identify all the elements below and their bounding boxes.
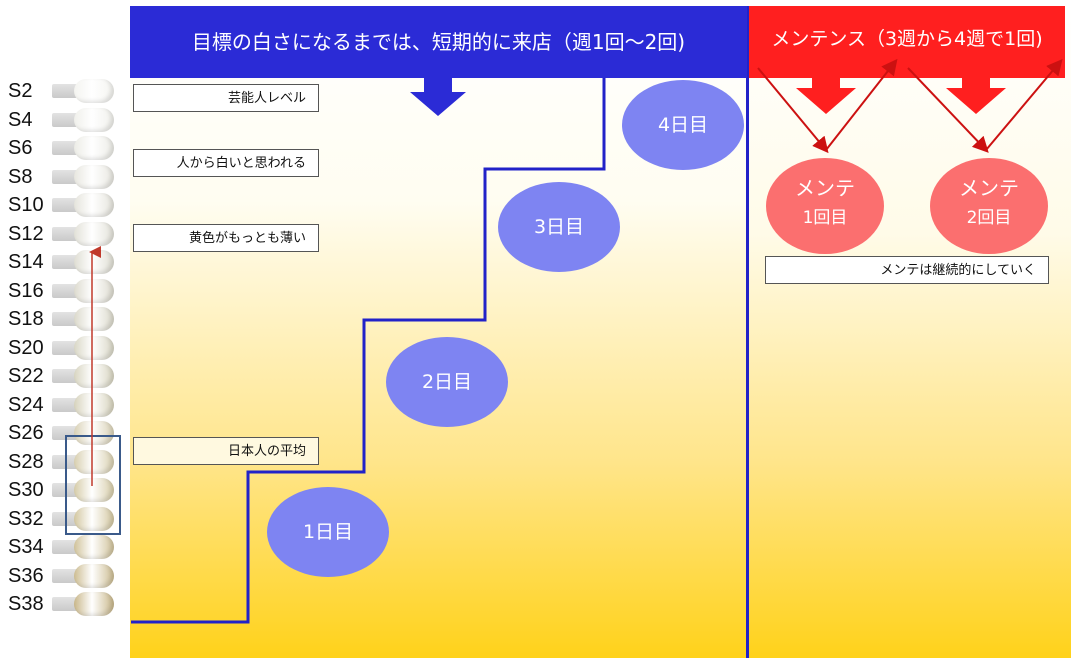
step-day-1: 1日目 bbox=[267, 487, 389, 577]
tooth-shade-sample bbox=[74, 107, 114, 132]
shade-row: S26 bbox=[0, 420, 130, 446]
tooth-shade-sample bbox=[74, 506, 114, 531]
shade-label: S22 bbox=[8, 365, 44, 387]
shade-row: S28 bbox=[0, 449, 130, 475]
shade-row: S14 bbox=[0, 249, 130, 275]
shade-label: S8 bbox=[8, 165, 33, 188]
maintenance-visit-2-count: 2回目 bbox=[966, 208, 1012, 228]
tooth-shade-sample bbox=[74, 392, 114, 417]
step-day-4: 4日目 bbox=[622, 80, 744, 170]
maintenance-visit-2: メンテ 2回目 bbox=[930, 158, 1048, 254]
maintenance-visit-1: メンテ 1回目 bbox=[766, 158, 884, 254]
step-day-2: 2日目 bbox=[386, 337, 508, 427]
shade-label: S26 bbox=[8, 422, 44, 444]
shade-row: S38 bbox=[0, 591, 130, 617]
shade-label: S2 bbox=[8, 80, 33, 102]
shade-tab bbox=[52, 540, 78, 554]
maintenance-visit-1-title: メンテ bbox=[795, 176, 855, 200]
tooth-shade-sample bbox=[74, 592, 114, 616]
shade-row: S2 bbox=[0, 78, 130, 104]
shade-label: S14 bbox=[8, 251, 44, 273]
shade-label: S34 bbox=[8, 536, 44, 558]
shade-label: S18 bbox=[8, 308, 44, 330]
shade-row: S6 bbox=[0, 135, 130, 161]
maintenance-note: メンテは継続的にしていく bbox=[765, 256, 1049, 284]
whitening-phase-header: 目標の白さになるまでは、短期的に来店（週1回～2回) bbox=[130, 6, 747, 78]
shade-tab bbox=[52, 283, 78, 298]
shade-tab bbox=[52, 141, 78, 155]
shade-tab bbox=[52, 84, 78, 98]
shade-tab bbox=[52, 597, 78, 611]
shade-label: S30 bbox=[8, 479, 44, 501]
shade-row: S24 bbox=[0, 392, 130, 418]
shade-tab bbox=[52, 369, 78, 383]
shade-tab bbox=[52, 112, 78, 127]
maintenance-visit-2-title: メンテ bbox=[959, 176, 1019, 200]
shade-label: S36 bbox=[8, 564, 44, 587]
shade-label: S28 bbox=[8, 450, 44, 473]
shade-row: S32 bbox=[0, 506, 130, 532]
shade-label: S10 bbox=[8, 194, 44, 216]
tooth-shade-sample bbox=[74, 250, 114, 274]
shade-tab bbox=[52, 169, 78, 184]
shade-tab bbox=[52, 198, 78, 212]
tooth-shade-sample bbox=[74, 278, 114, 303]
tooth-shade-sample bbox=[74, 563, 114, 588]
tooth-shade-sample bbox=[74, 193, 114, 217]
shade-row: S10 bbox=[0, 192, 130, 218]
maintenance-phase-panel bbox=[749, 6, 1071, 658]
shade-label: S4 bbox=[8, 108, 33, 131]
label-celebrity-level: 芸能人レベル bbox=[133, 84, 319, 112]
shade-label: S20 bbox=[8, 336, 44, 359]
tooth-shade-sample bbox=[74, 164, 114, 189]
maintenance-visit-1-count: 1回目 bbox=[802, 208, 848, 228]
tooth-shade-sample bbox=[74, 221, 114, 246]
shade-label: S24 bbox=[8, 393, 44, 416]
phase-divider bbox=[746, 6, 749, 658]
step-day-3: 3日目 bbox=[498, 182, 620, 272]
label-looks-white: 人から白いと思われる bbox=[133, 149, 319, 177]
tooth-shade-sample bbox=[74, 449, 114, 474]
shade-row: S34 bbox=[0, 534, 130, 560]
tooth-shade-sample bbox=[74, 79, 114, 103]
shade-row: S12 bbox=[0, 221, 130, 247]
tooth-shade-sample bbox=[74, 478, 114, 502]
shade-row: S22 bbox=[0, 363, 130, 389]
tooth-shade-sample bbox=[74, 364, 114, 388]
maintenance-phase-header: メンテンス（3週から4週で1回) bbox=[749, 6, 1065, 78]
shade-row: S8 bbox=[0, 164, 130, 190]
shade-row: S18 bbox=[0, 306, 130, 332]
shade-row: S20 bbox=[0, 335, 130, 361]
shade-tab bbox=[52, 255, 78, 269]
tooth-shade-sample bbox=[74, 421, 114, 445]
tooth-shade-sample bbox=[74, 136, 114, 160]
label-least-yellow: 黄色がもっとも薄い bbox=[133, 224, 319, 252]
tooth-shade-sample bbox=[74, 335, 114, 360]
shade-tab bbox=[52, 312, 78, 326]
shade-label: S38 bbox=[8, 593, 44, 615]
shade-tab bbox=[52, 397, 78, 412]
shade-row: S4 bbox=[0, 107, 130, 133]
shade-label: S12 bbox=[8, 222, 44, 245]
tooth-shade-sample bbox=[74, 307, 114, 331]
shade-row: S30 bbox=[0, 477, 130, 503]
shade-label: S16 bbox=[8, 279, 44, 302]
shade-tab bbox=[52, 340, 78, 355]
shade-row: S16 bbox=[0, 278, 130, 304]
shade-row: S36 bbox=[0, 563, 130, 589]
tooth-shade-sample bbox=[74, 535, 114, 559]
label-japanese-average: 日本人の平均 bbox=[133, 437, 319, 465]
shade-tab bbox=[52, 226, 78, 241]
shade-tab bbox=[52, 568, 78, 583]
shade-label: S32 bbox=[8, 507, 44, 530]
shade-label: S6 bbox=[8, 137, 33, 159]
